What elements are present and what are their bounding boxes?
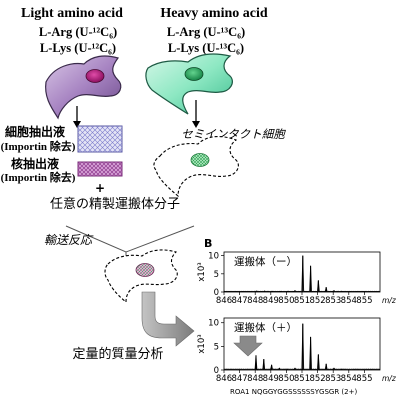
x-tick-label: 847 <box>231 296 247 306</box>
plus-sign: + <box>95 181 105 195</box>
x-axis-label: m/z <box>382 296 397 305</box>
down-arrow-marker-icon <box>233 335 263 357</box>
spectrum-trace <box>223 255 381 293</box>
reacted-cell <box>104 249 178 304</box>
x-tick-label: 846 <box>216 296 232 306</box>
x-tick-label: 852 <box>309 374 325 384</box>
x-tick-label: 849 <box>263 374 279 384</box>
ms-curved-arrow <box>141 291 195 347</box>
y-tick-label: 5 <box>214 270 219 280</box>
light-nucleus-icon <box>85 69 105 83</box>
carrier-label: 任意の精製運搬体分子 <box>50 196 180 212</box>
y-axis-label: x10³ <box>197 262 207 281</box>
nuclear-importin-label: (Importin 除去) <box>1 170 76 184</box>
light-arg-label: L-Arg (U-¹²C₆) <box>39 25 117 39</box>
x-tick-label: 853 <box>325 374 341 384</box>
cyto-extract-label: 細胞抽出液 <box>5 124 65 139</box>
semi-intact-nucleus-icon <box>190 153 210 167</box>
x-tick-label: 854 <box>341 374 357 384</box>
heavy-down-arrowhead <box>192 121 200 128</box>
reacted-nucleus-icon <box>135 263 155 277</box>
x-tick-label: 853 <box>325 296 341 306</box>
x-tick-label: 851 <box>294 374 310 384</box>
peptide-footer: ROA1 NQGGYGGSSSSSSYGSGR (2+) <box>230 388 357 396</box>
transport-label: 輸送反応 <box>44 233 94 247</box>
x-tick-label: 850 <box>278 296 294 306</box>
x-tick-label: 847 <box>231 374 247 384</box>
spectrum-label: 運搬体（ー） <box>234 255 297 268</box>
spectrum-trace <box>223 323 381 371</box>
nuclear-extract-label: 核抽出液 <box>11 156 59 171</box>
y-tick-label: 10 <box>208 319 219 329</box>
light-labeled-cell <box>45 55 122 120</box>
heavy-title: Heavy amino acid <box>160 6 268 21</box>
x-tick-label: 855 <box>356 374 372 384</box>
light-lys-label: L-Lys (U-¹²C₆) <box>40 41 116 55</box>
heavy-nucleus-icon <box>184 67 204 81</box>
spectrum-label: 運搬体（＋） <box>234 321 297 334</box>
y-tick-label: 10 <box>208 252 219 262</box>
x-tick-label: 855 <box>356 296 372 306</box>
x-tick-label: 851 <box>294 296 310 306</box>
x-tick-label: 846 <box>216 374 232 384</box>
heavy-arg-label: L-Arg (U-¹³C₆) <box>167 25 245 39</box>
cyto-importin-label: (Importin 除去) <box>1 139 76 153</box>
light-down-arrowhead <box>73 121 81 128</box>
y-axis-label: x10³ <box>197 334 207 353</box>
panel-b-letter: B <box>204 237 212 250</box>
semi-intact-cell <box>153 135 239 198</box>
x-tick-label: 850 <box>278 374 294 384</box>
heavy-lys-label: L-Lys (U-¹³C₆) <box>168 41 244 55</box>
x-tick-label: 852 <box>309 296 325 306</box>
x-tick-label: 849 <box>263 296 279 306</box>
x-axis-label: m/z <box>382 374 397 383</box>
quant-ms-label: 定量的質量分析 <box>72 346 163 362</box>
x-tick-label: 848 <box>247 296 263 306</box>
light-title: Light amino acid <box>21 6 123 21</box>
x-tick-label: 854 <box>341 296 357 306</box>
y-tick-label: 5 <box>214 342 219 352</box>
y-tick-label: 0 <box>214 366 219 376</box>
heavy-labeled-cell <box>145 53 233 115</box>
y-tick-label: 0 <box>214 288 219 298</box>
x-tick-label: 848 <box>247 374 263 384</box>
semi-intact-label: セミインタクト細胞 <box>181 127 286 141</box>
